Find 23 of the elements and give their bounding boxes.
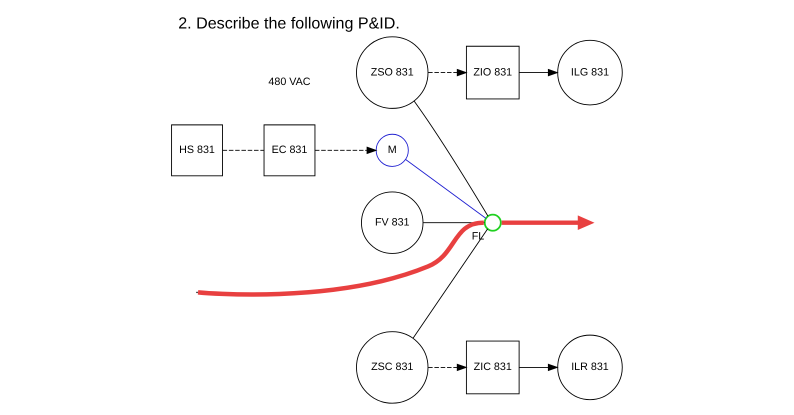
node-box: EC 831	[264, 124, 316, 176]
arrow	[502, 215, 595, 230]
arrow	[428, 364, 468, 372]
node-box: ZIC 831	[466, 340, 520, 394]
node-box: ZIO 831	[466, 46, 520, 100]
node-circle: ILG 831	[557, 40, 623, 106]
node-circle: ZSO 831	[356, 36, 428, 109]
label: 480 VAC	[268, 76, 311, 88]
arrow	[428, 68, 468, 76]
node-circle: ZSC 831	[356, 331, 428, 404]
diagram-title: 2. Describe the following P&ID.	[178, 14, 400, 32]
node-circle: M	[376, 134, 409, 167]
connector	[405, 159, 486, 219]
connector	[222, 150, 264, 151]
node-box: HS 831	[171, 124, 223, 176]
arrow	[518, 364, 559, 372]
arrow	[518, 68, 559, 76]
node-circle: FV 831	[361, 191, 424, 254]
connector	[412, 228, 488, 339]
node-valve	[484, 214, 502, 232]
connector	[414, 100, 488, 217]
node-circle: ILR 831	[557, 334, 623, 400]
arrow	[314, 146, 378, 154]
